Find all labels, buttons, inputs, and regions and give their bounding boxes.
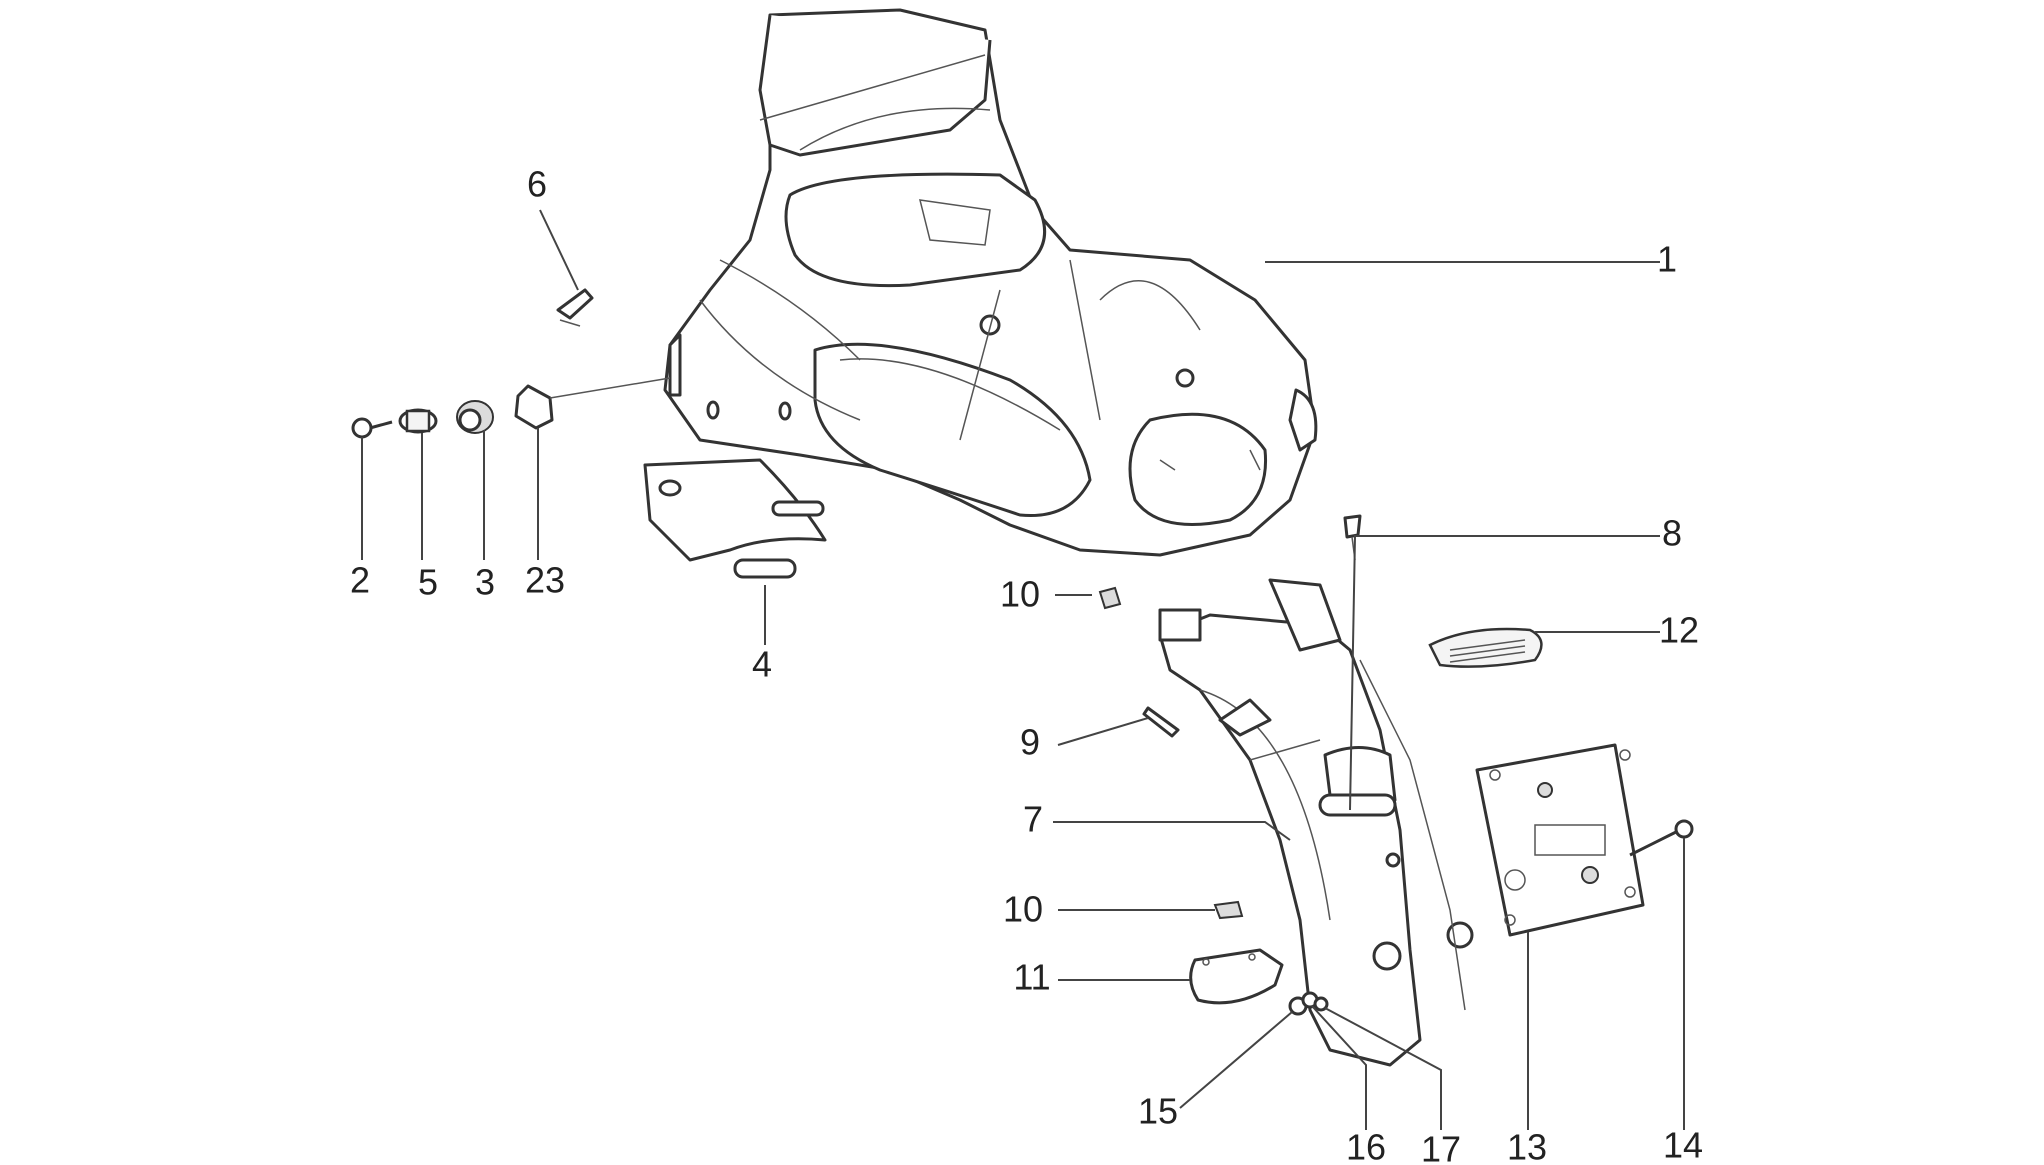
leader-17	[1324, 1007, 1442, 1130]
part-washer-17	[1313, 996, 1329, 1012]
callout-6: 6	[527, 164, 547, 205]
leader-15	[1179, 1011, 1293, 1109]
part-screw-9	[1142, 706, 1180, 738]
part-fastener-stack	[351, 377, 671, 439]
callout-4: 4	[752, 644, 772, 685]
leader-9	[1057, 717, 1149, 746]
leader-6	[539, 209, 579, 291]
callout-12: 12	[1659, 610, 1699, 651]
leader-16	[1311, 1005, 1367, 1130]
callout-5: 5	[418, 562, 438, 603]
callout-10-upper: 10	[1000, 574, 1040, 615]
callout-10-lower: 10	[1003, 889, 1043, 930]
callout-3: 3	[475, 562, 495, 603]
callout-11: 11	[1013, 957, 1050, 998]
callout-2: 2	[350, 560, 370, 601]
callout-23: 23	[525, 560, 565, 601]
part-nut-clip-upper	[1098, 586, 1122, 610]
part-clip	[556, 288, 594, 327]
callout-15: 15	[1138, 1091, 1178, 1132]
part-rear-body-shell	[663, 8, 1318, 557]
callout-16: 16	[1346, 1127, 1386, 1165]
part-side-plate	[643, 458, 827, 579]
callout-17: 17	[1421, 1129, 1461, 1165]
part-light-housing	[1189, 948, 1284, 1005]
part-license-plate-bracket	[1475, 743, 1645, 937]
callout-1: 1	[1657, 239, 1677, 280]
part-screw-8	[1343, 514, 1362, 561]
callout-8: 8	[1662, 513, 1682, 554]
callout-labels: 1 2 3 4 5 6 7 8 9 10 10 11 12 13 14 15 1…	[350, 164, 1703, 1165]
callout-7: 7	[1023, 799, 1043, 840]
leader-8	[1349, 535, 1660, 811]
part-reflector	[1428, 627, 1543, 668]
part-screw-14	[1629, 819, 1694, 857]
callout-9: 9	[1020, 722, 1040, 763]
leader-7	[1053, 821, 1291, 841]
callout-13: 13	[1507, 1127, 1547, 1165]
leader-lines	[361, 209, 1685, 1130]
part-nut-clip-lower	[1213, 900, 1244, 920]
callout-14: 14	[1663, 1125, 1703, 1165]
